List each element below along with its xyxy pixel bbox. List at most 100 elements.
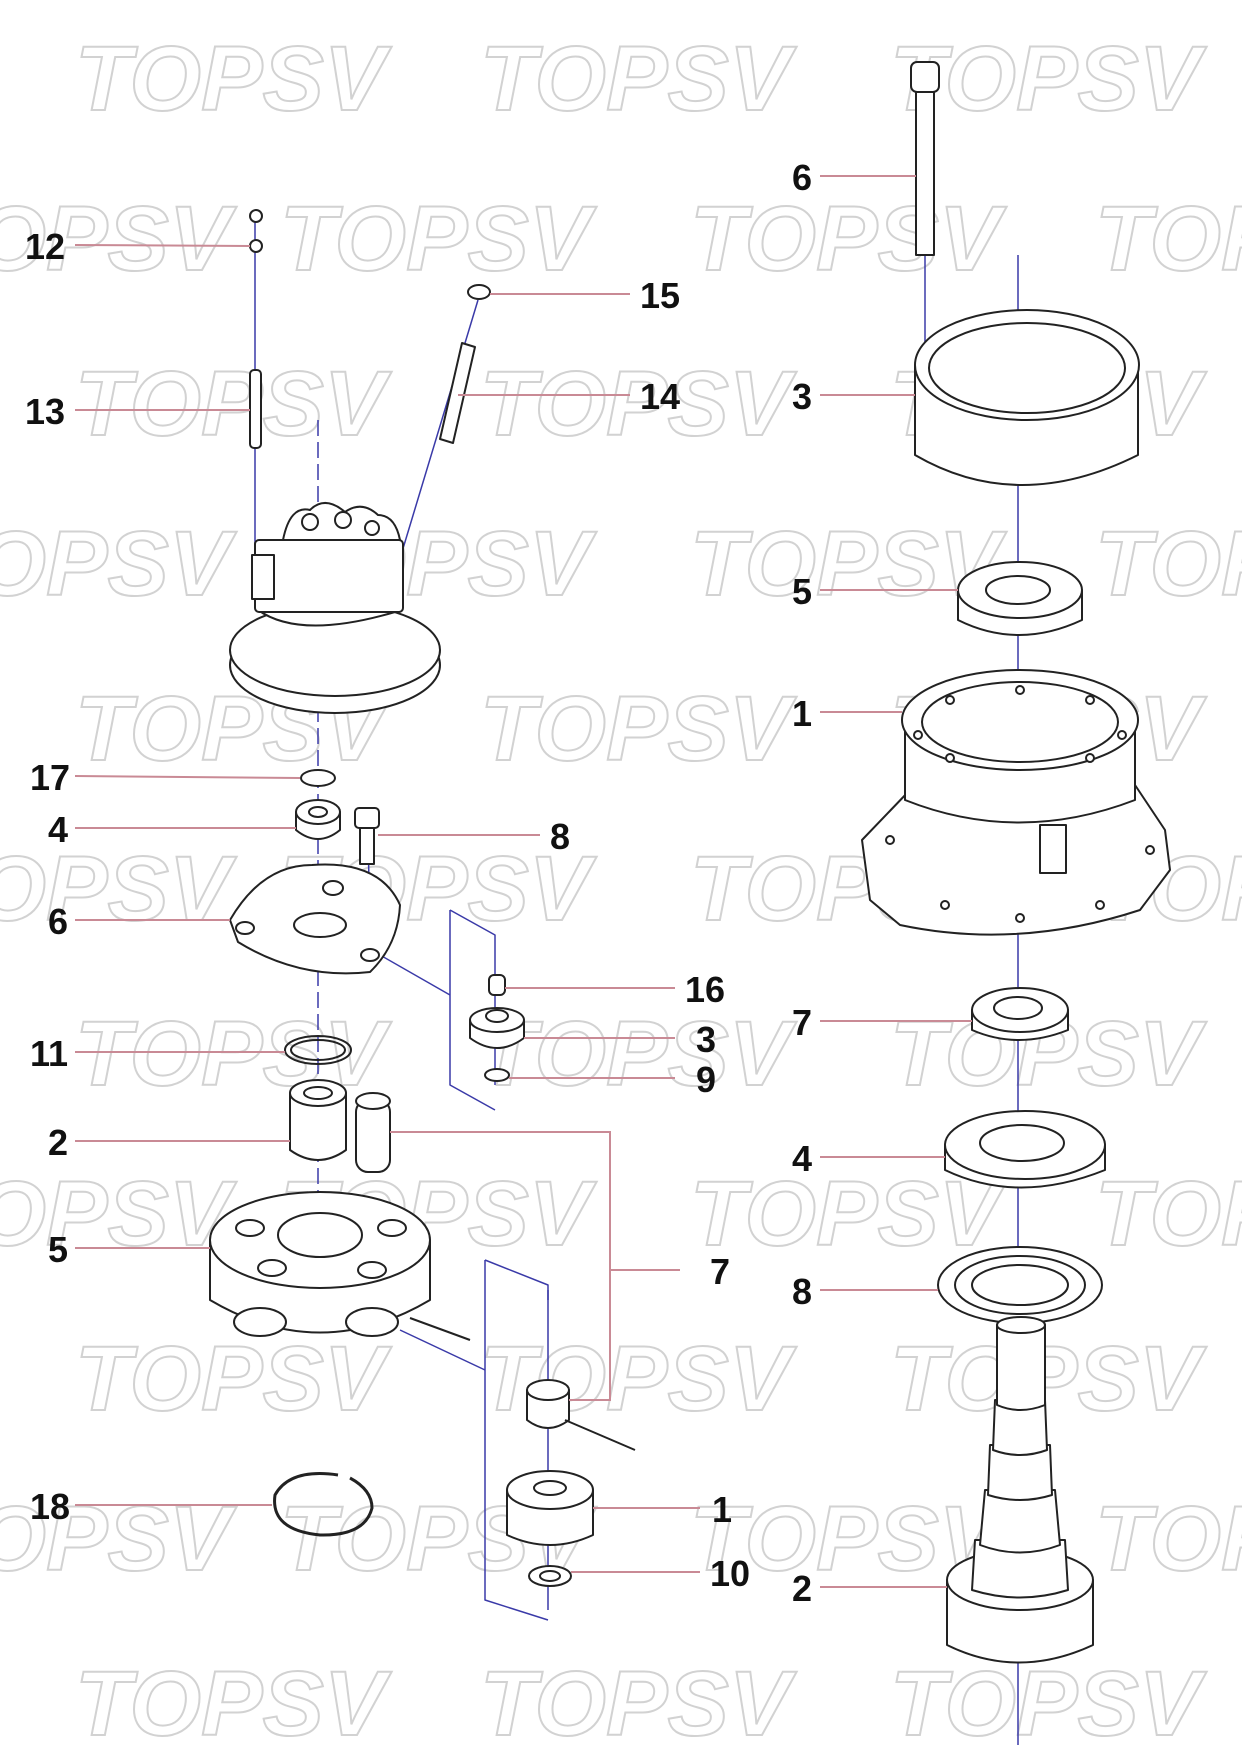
callout-right-5: 5 — [792, 571, 812, 612]
carrier-side-bore-part-5 — [233, 1307, 287, 1337]
watermark-text: TOPSV — [1095, 513, 1242, 615]
housing-flange-hole-part-1 — [1015, 913, 1025, 923]
watermark-text: TOPSV — [0, 513, 237, 615]
callout-right-3: 3 — [792, 376, 812, 417]
callout-left-12: 12 — [25, 226, 65, 267]
watermark-text: TOPSV — [890, 28, 1207, 130]
snap-ring-inner-part-11 — [290, 1039, 346, 1061]
sleeve-part-2 — [289, 1092, 347, 1161]
watermark-text: TOPSV — [1095, 1488, 1242, 1590]
leader-left-17 — [74, 775, 301, 779]
carrier-hole-part-5 — [257, 1259, 287, 1277]
callout-left-11: 11 — [30, 1033, 68, 1074]
large-bearing-bore-part-4 — [979, 1124, 1065, 1162]
callout-left-18: 18 — [30, 1486, 70, 1527]
watermark-text: TOPSV — [690, 513, 1007, 615]
watermark-text: TOPSV — [690, 1163, 1007, 1265]
watermark-text: TOPSV — [480, 678, 797, 780]
pin-top-part-7 — [355, 1092, 391, 1110]
watermark-text: TOPSV — [75, 28, 392, 130]
shaft-step-1-part-2 — [971, 1539, 1069, 1599]
planet-bearing-top-part-7 — [526, 1379, 570, 1401]
watermark-text: TOPSV — [690, 188, 1007, 290]
callout-left-13: 13 — [25, 391, 65, 432]
watermark-text: TOPSV — [1095, 1163, 1242, 1265]
long-pin-part-13 — [249, 369, 262, 449]
watermark-text: TOPSV — [0, 838, 237, 940]
plate-center-hole-part-6 — [293, 912, 347, 938]
callout-right-1: 1 — [792, 693, 812, 734]
housing-bolt-hole-part-1 — [1085, 753, 1095, 763]
carrier-hole-part-5 — [235, 1219, 265, 1237]
watermark-text: TOPSV — [0, 188, 237, 290]
housing-inner-ring-part-1 — [921, 681, 1119, 763]
callout-labels: 12 13 15 14 17 4 8 6 16 3 11 9 2 5 7 18 … — [25, 157, 812, 1609]
plate-hole-part-6 — [360, 948, 380, 962]
carrier-hole-part-5 — [357, 1261, 387, 1279]
callout-left-16: 16 — [685, 969, 725, 1010]
shaft-step-2-part-2 — [979, 1489, 1061, 1554]
callout-left-15: 15 — [640, 275, 680, 316]
housing-bolt-hole-part-1 — [945, 695, 955, 705]
callout-right-7: 7 — [792, 1002, 812, 1043]
watermark-text: TOPSV — [480, 353, 797, 455]
carrier-side-shaft-part-5 — [409, 1317, 471, 1341]
callout-right-8: 8 — [792, 1271, 812, 1312]
o-ring-part-17 — [300, 769, 336, 787]
housing-flange-hole-part-1 — [940, 900, 950, 910]
side-bracket-lower — [484, 1260, 549, 1621]
watermark-text: TOPSV — [480, 1003, 797, 1105]
pin-ball-part-12 — [249, 209, 263, 223]
rod-part-14 — [439, 342, 476, 444]
seal-inner-part-8 — [971, 1264, 1069, 1306]
bolt-shank-part-8 — [359, 825, 375, 865]
side-bracket-lower-top — [484, 1259, 549, 1300]
callout-right-6: 6 — [792, 157, 812, 198]
callout-left-17: 17 — [30, 757, 70, 798]
long-bolt-head-part-6 — [910, 61, 940, 93]
bracket-link-lower — [399, 1329, 486, 1371]
callout-left-6: 6 — [48, 901, 68, 942]
watermark-text: TOPSV — [75, 1653, 392, 1755]
shaft-top-end-part-2 — [996, 1316, 1046, 1334]
housing-side-cap — [251, 554, 275, 600]
housing-block — [254, 539, 404, 613]
callout-left-5: 5 — [48, 1229, 68, 1270]
housing-bolt-hole-part-1 — [1085, 695, 1095, 705]
watermark-text: TOPSV — [0, 1163, 237, 1265]
small-bearing-bore-part-7 — [993, 996, 1043, 1020]
housing-flange-hole-part-1 — [1145, 845, 1155, 855]
callout-left-14: 14 — [640, 376, 680, 417]
callout-left-7: 7 — [710, 1251, 730, 1292]
plate-hole-part-6 — [322, 880, 344, 896]
callout-left-1: 1 — [712, 1489, 732, 1530]
callout-left-2: 2 — [48, 1122, 68, 1163]
watermark-text: TOPSV — [890, 1328, 1207, 1430]
callout-left-8: 8 — [550, 816, 570, 857]
planet-shaft-part-7 — [564, 1419, 636, 1451]
small-ring-part-9 — [484, 1068, 510, 1082]
retaining-ring-part-18 — [273, 1472, 374, 1537]
housing-port — [301, 513, 319, 531]
housing-port — [364, 520, 380, 536]
housing-inner-boss-part-1 — [1039, 824, 1067, 874]
housing-port — [334, 511, 352, 529]
carrier-hole-part-5 — [377, 1219, 407, 1237]
housing-bolt-hole-part-1 — [1015, 685, 1025, 695]
carrier-spline-part-5 — [277, 1212, 363, 1258]
plug-part-16 — [488, 974, 506, 996]
watermark-text: TOPSV — [75, 353, 392, 455]
bracket-link-upper — [379, 954, 451, 996]
carrier-side-bore-part-5 — [345, 1307, 399, 1337]
watermark-text: TOPSV — [480, 28, 797, 130]
watermark-text: TOPSV — [75, 1328, 392, 1430]
callout-leaders — [74, 175, 972, 1588]
ring-cover-inner-part-3 — [928, 322, 1126, 414]
callout-left-3: 3 — [696, 1019, 716, 1060]
long-bolt-shank-part-6 — [915, 89, 935, 256]
side-bracket-upper — [449, 910, 496, 1111]
leader-left-7-branch — [569, 1270, 611, 1401]
shaft-top-part-2 — [996, 1324, 1046, 1411]
left-assembly — [209, 209, 636, 1621]
